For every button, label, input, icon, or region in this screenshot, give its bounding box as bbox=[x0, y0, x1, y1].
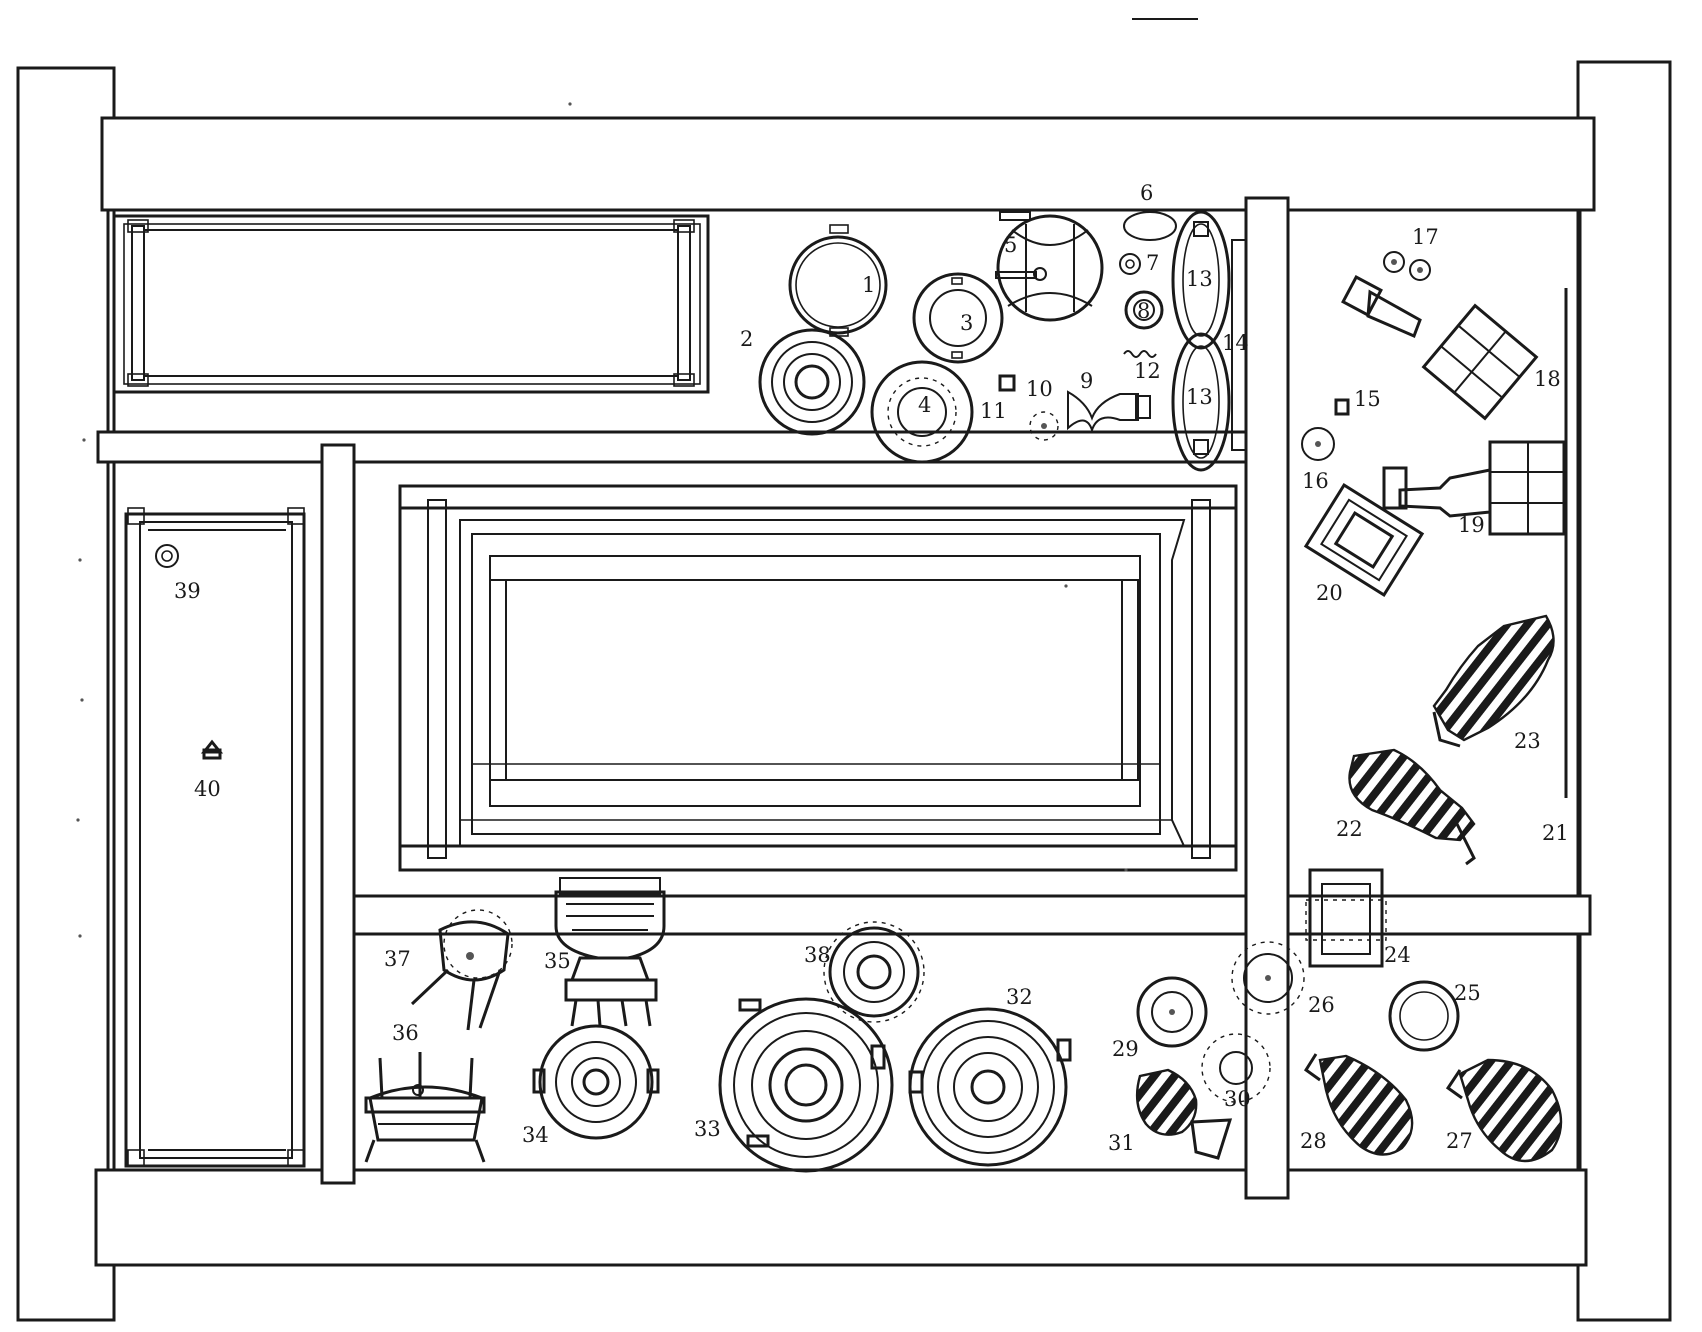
label-23: 23 bbox=[1514, 729, 1541, 753]
label-37: 37 bbox=[384, 947, 411, 971]
label-2: 2 bbox=[740, 327, 753, 351]
label-8: 8 bbox=[1137, 299, 1150, 323]
object-2 bbox=[758, 328, 866, 436]
bottom-beam bbox=[94, 1168, 1588, 1267]
object-16 bbox=[1301, 427, 1335, 461]
object-22 bbox=[1348, 748, 1476, 866]
top-left-coffin bbox=[112, 214, 710, 394]
label-4: 4 bbox=[918, 393, 931, 417]
label-34: 34 bbox=[522, 1123, 549, 1147]
object-33 bbox=[718, 997, 894, 1173]
label-19: 19 bbox=[1458, 513, 1485, 537]
object-5 bbox=[995, 211, 1104, 322]
object-32 bbox=[908, 1007, 1072, 1167]
object-30 bbox=[1201, 1033, 1271, 1103]
print-specks bbox=[76, 102, 1128, 938]
left-post bbox=[16, 66, 116, 1322]
object-11 bbox=[998, 374, 1016, 392]
object-7 bbox=[1119, 253, 1141, 275]
label-33: 33 bbox=[694, 1117, 721, 1141]
label-6: 6 bbox=[1140, 181, 1153, 205]
object-20 bbox=[1303, 483, 1425, 597]
label-38: 38 bbox=[804, 943, 831, 967]
object-37 bbox=[410, 909, 513, 1031]
right-divider-post bbox=[1244, 196, 1290, 1200]
label-18: 18 bbox=[1534, 367, 1561, 391]
label-28: 28 bbox=[1300, 1129, 1327, 1153]
label-20: 20 bbox=[1316, 581, 1343, 605]
label-15: 15 bbox=[1354, 387, 1381, 411]
object-40 bbox=[200, 739, 224, 760]
label-17: 17 bbox=[1412, 225, 1439, 249]
label-13-lower: 13 bbox=[1186, 385, 1213, 409]
object-8 bbox=[1124, 290, 1164, 330]
object-28 bbox=[1303, 1053, 1414, 1156]
object-12 bbox=[1123, 350, 1157, 358]
object-38 bbox=[823, 921, 925, 1023]
label-5: 5 bbox=[1004, 233, 1017, 257]
object-31 bbox=[1135, 1068, 1233, 1160]
left-divider-post bbox=[320, 443, 356, 1185]
object-39 bbox=[155, 544, 179, 568]
label-9: 9 bbox=[1080, 369, 1093, 393]
label-39: 39 bbox=[174, 579, 201, 603]
chamber-structure bbox=[16, 18, 1672, 1322]
label-7: 7 bbox=[1146, 251, 1159, 275]
object-13-pair bbox=[1171, 210, 1231, 472]
left-coffin bbox=[124, 507, 306, 1168]
object-18 bbox=[1341, 275, 1539, 421]
object-15 bbox=[1334, 398, 1350, 416]
label-26: 26 bbox=[1308, 993, 1335, 1017]
label-16: 16 bbox=[1302, 469, 1329, 493]
label-1: 1 bbox=[862, 273, 875, 297]
object-1 bbox=[788, 224, 888, 337]
object-29 bbox=[1136, 976, 1208, 1048]
object-4 bbox=[870, 360, 974, 464]
label-22: 22 bbox=[1336, 817, 1363, 841]
object-34 bbox=[532, 1024, 660, 1140]
object-27 bbox=[1445, 1058, 1563, 1163]
label-29: 29 bbox=[1112, 1037, 1139, 1061]
object-10 bbox=[1029, 411, 1059, 441]
label-31: 31 bbox=[1108, 1131, 1135, 1155]
object-23 bbox=[1432, 614, 1555, 748]
label-36: 36 bbox=[392, 1021, 419, 1045]
object-9 bbox=[1067, 390, 1151, 434]
object-14 bbox=[1231, 239, 1247, 451]
right-post bbox=[1576, 60, 1672, 1322]
object-35 bbox=[554, 877, 666, 1027]
number-labels: 1 2 3 4 5 6 7 8 9 10 11 12 13 13 14 15 1… bbox=[174, 181, 1569, 1155]
label-10: 10 bbox=[1026, 377, 1053, 401]
object-26 bbox=[1231, 941, 1305, 1015]
object-25 bbox=[1388, 980, 1460, 1052]
object-3 bbox=[912, 272, 1004, 364]
object-36 bbox=[364, 1052, 486, 1163]
label-35: 35 bbox=[544, 949, 571, 973]
lower-divider-beam bbox=[338, 894, 1592, 936]
upper-divider-beam bbox=[96, 430, 1265, 464]
label-14: 14 bbox=[1222, 331, 1249, 355]
object-24 bbox=[1305, 868, 1387, 968]
object-19 bbox=[1382, 440, 1566, 536]
label-30: 30 bbox=[1224, 1087, 1251, 1111]
label-11: 11 bbox=[980, 399, 1007, 423]
label-25: 25 bbox=[1454, 981, 1481, 1005]
object-6 bbox=[1123, 211, 1177, 241]
label-3: 3 bbox=[960, 311, 973, 335]
central-nested-coffin bbox=[398, 484, 1238, 872]
object-17 bbox=[1383, 251, 1431, 281]
label-40: 40 bbox=[194, 777, 221, 801]
label-24: 24 bbox=[1384, 943, 1411, 967]
top-beam bbox=[100, 116, 1596, 212]
label-12: 12 bbox=[1134, 359, 1161, 383]
label-21: 21 bbox=[1542, 821, 1569, 845]
label-27: 27 bbox=[1446, 1129, 1473, 1153]
label-13-upper: 13 bbox=[1186, 267, 1213, 291]
label-32: 32 bbox=[1006, 985, 1033, 1009]
